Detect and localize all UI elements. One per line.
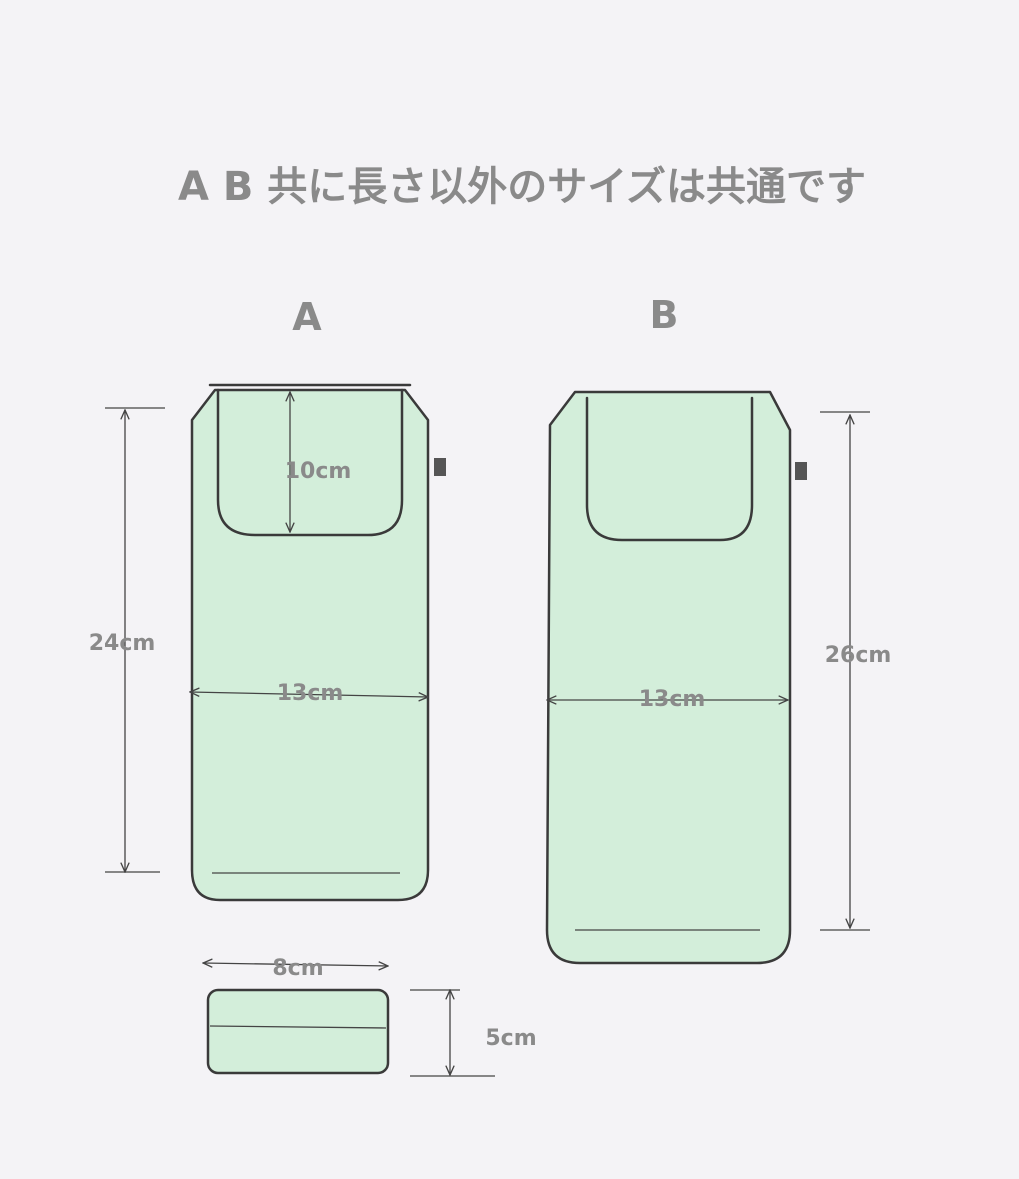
label-a: A bbox=[292, 295, 322, 339]
pouch-b: 26cm 13cm bbox=[545, 390, 892, 965]
dim-base-width-arrow bbox=[203, 963, 388, 966]
dim-base-width: 8cm bbox=[272, 956, 323, 981]
base-piece: 8cm 5cm bbox=[203, 956, 537, 1077]
dim-a-width: 13cm bbox=[277, 681, 344, 706]
pouch-a: 10cm 24cm 13cm bbox=[89, 383, 446, 902]
diagram-title: A B 共に長さ以外のサイズは共通です bbox=[178, 164, 866, 210]
dim-b-height: 26cm bbox=[825, 643, 892, 668]
pouch-a-outline bbox=[190, 388, 430, 902]
pouch-a-tab bbox=[434, 458, 446, 476]
base-piece-outline bbox=[206, 988, 390, 1075]
pouch-b-outline bbox=[545, 390, 792, 965]
dim-a-opening-depth: 10cm bbox=[285, 459, 352, 484]
pouch-a-opening bbox=[216, 388, 404, 537]
pouch-b-tab bbox=[795, 462, 807, 480]
dim-a-height: 24cm bbox=[89, 631, 156, 656]
dim-b-width: 13cm bbox=[639, 687, 706, 712]
dim-base-depth: 5cm bbox=[485, 1026, 536, 1051]
label-b: B bbox=[650, 293, 679, 337]
pouch-b-opening bbox=[585, 396, 754, 542]
dim-a-width-arrow bbox=[190, 692, 428, 697]
